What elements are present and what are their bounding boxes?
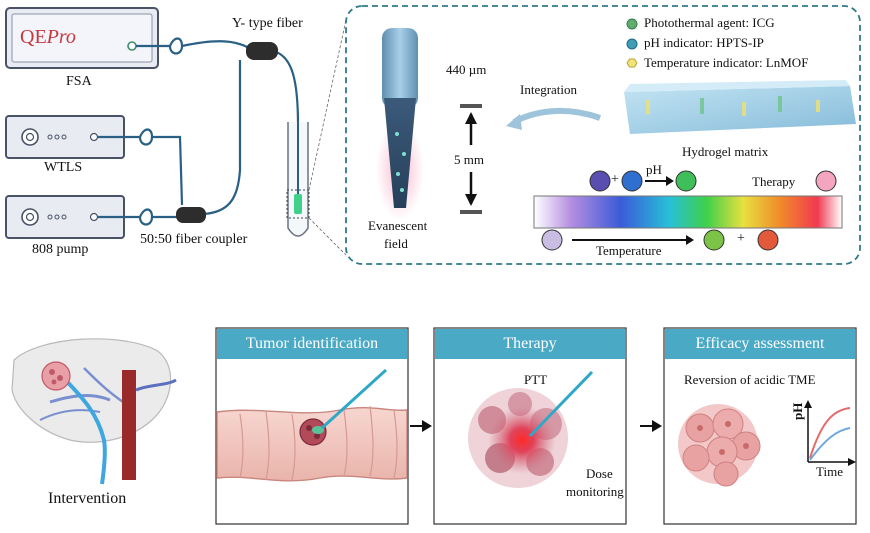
temp-circle-red	[757, 229, 779, 251]
legend-lnmof: Temperature indicator: LnMOF	[644, 55, 809, 70]
dose-label-1: Dose	[586, 466, 613, 481]
temp-circle-green	[703, 229, 725, 251]
y-fiber-label: Y- type fiber	[232, 16, 303, 31]
temp-circle-low	[541, 229, 563, 251]
colon-illustration	[216, 368, 408, 482]
evanescent-label-1: Evanescent	[368, 218, 428, 233]
tip-size-label: 440 µm	[446, 62, 487, 77]
pump-label: 808 pump	[32, 242, 89, 257]
fsa-brand-prefix: QE	[20, 26, 47, 48]
ph-time-plot	[804, 400, 856, 466]
spectrum-plus-1: +	[611, 172, 619, 187]
test-tube	[286, 122, 310, 237]
dose-label-2: monitoring	[566, 484, 624, 499]
zoom-line-bottom	[308, 217, 347, 256]
therapy-spectrum-label: Therapy	[752, 174, 796, 189]
fiber-coupler	[176, 207, 206, 223]
fiber-lines	[98, 37, 300, 226]
fsa-label: FSA	[66, 74, 92, 89]
lnmof-legend-icon	[626, 58, 638, 68]
zoom-line-top	[308, 19, 347, 191]
hydrogel-slab	[624, 80, 856, 134]
panel-title-therapy: Therapy	[435, 329, 625, 359]
temperature-label: Temperature	[596, 243, 662, 258]
spectrum-bar	[533, 195, 843, 229]
wtls-label: WTLS	[44, 160, 83, 175]
reversion-label: Reversion of acidic TME	[684, 372, 816, 387]
panel-title-tumor-identification: Tumor identification	[217, 329, 407, 359]
pump-instrument	[5, 195, 125, 239]
ptt-label: PTT	[524, 372, 548, 387]
ph-axis-label: pH	[790, 402, 805, 420]
evanescent-label-2: field	[384, 236, 408, 251]
liver-illustration	[11, 338, 177, 485]
flow-arrow-1	[422, 420, 432, 432]
ph-arrow	[666, 176, 674, 186]
legend-hpts: pH indicator: HPTS-IP	[644, 35, 764, 50]
temperature-arrow	[686, 235, 694, 245]
integration-label: Integration	[520, 82, 578, 97]
legend-icg: Photothermal agent: ICG	[644, 15, 775, 30]
panel-title-efficacy: Efficacy assessment	[665, 329, 855, 359]
intervention-label: Intervention	[48, 490, 127, 507]
icg-legend-icon	[626, 18, 638, 30]
ph-label: pH	[646, 162, 662, 177]
hpts-legend-icon	[626, 38, 638, 50]
efficacy-tumor	[678, 404, 761, 487]
zoom-panel-border	[345, 5, 861, 265]
flow-arrow-2	[652, 420, 662, 432]
coupler-label: 50:50 fiber coupler	[140, 232, 248, 247]
integration-arrow	[512, 108, 602, 125]
fiber-probe	[376, 28, 424, 220]
fsa-instrument	[5, 7, 159, 69]
ph-circle-acidic	[589, 170, 611, 192]
fsa-brand: QEPro	[20, 26, 76, 49]
therapy-circle	[815, 170, 837, 192]
spectrum-plus-2: +	[737, 231, 745, 246]
ph-circle-result	[675, 170, 697, 192]
fsa-brand-suffix: Pro	[46, 26, 76, 48]
therapy-tumor	[468, 370, 594, 488]
dimension-markers	[460, 104, 482, 214]
length-label: 5 mm	[454, 152, 484, 167]
hydrogel-label: Hydrogel matrix	[682, 144, 769, 159]
y-fiber-connector	[246, 42, 278, 60]
time-axis-label: Time	[816, 464, 843, 479]
ph-circle-basic	[621, 170, 643, 192]
